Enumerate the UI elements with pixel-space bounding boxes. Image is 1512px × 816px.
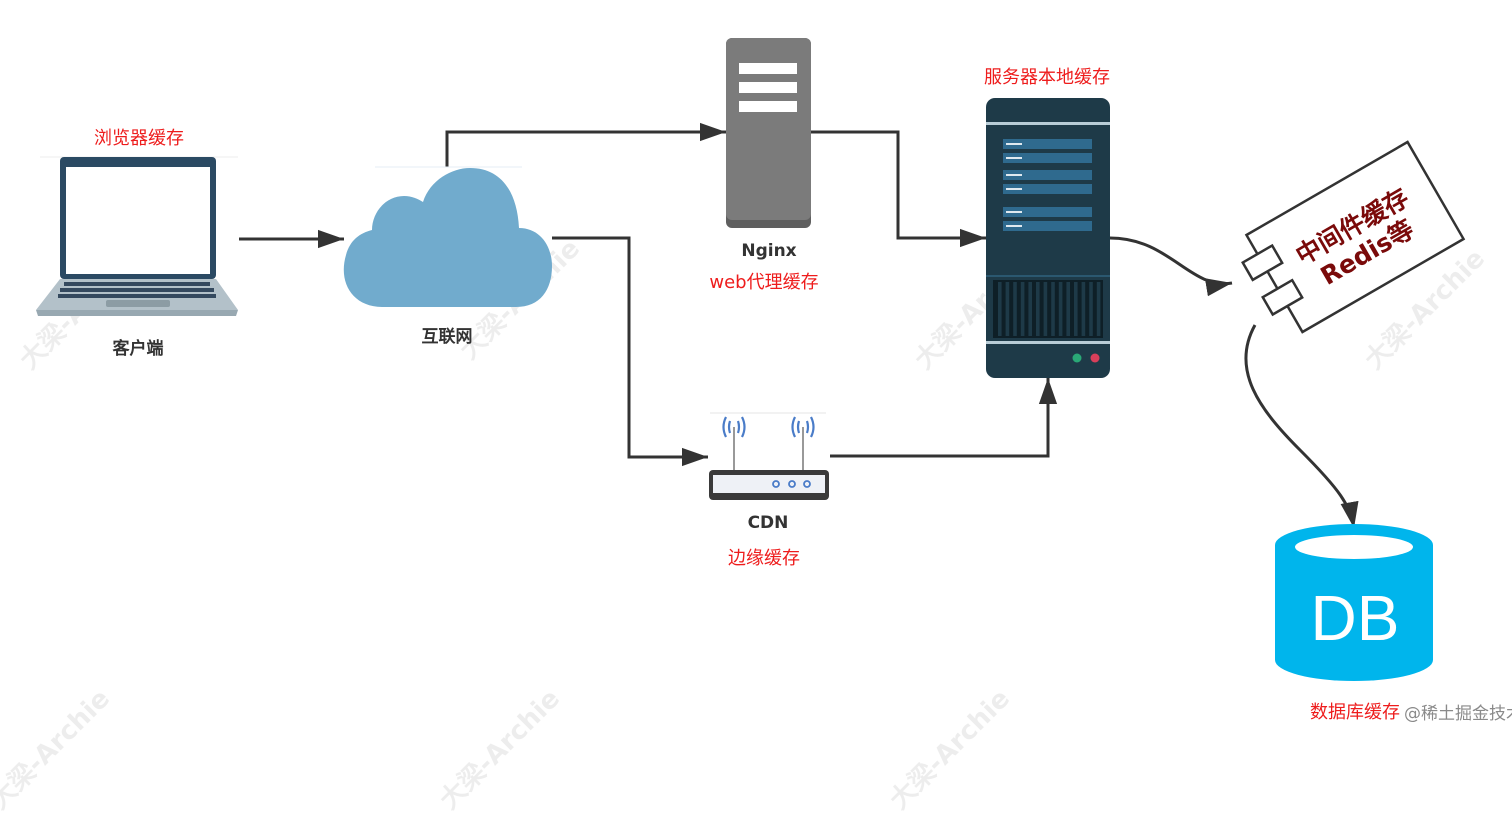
footer-watermark: @稀土掘金技术社区: [1404, 704, 1512, 724]
browser-cache-label: 浏览器缓存: [94, 128, 184, 149]
vent-slat: [1081, 282, 1086, 336]
edge-middleware-db: [1244, 324, 1359, 529]
edge-cache-label: 边缘缓存: [728, 548, 800, 569]
diagram-svg: [36, 38, 1466, 681]
vent-slat: [1074, 282, 1078, 336]
database-cache-label: 数据库缓存: [1310, 702, 1400, 723]
vent-slat: [1020, 282, 1025, 336]
server-rack-icon: [986, 98, 1110, 378]
edge-internet-nginx: [445, 122, 726, 167]
vent-slat: [1066, 282, 1070, 336]
vent-slat: [1028, 282, 1032, 336]
vent-slat: [1051, 282, 1055, 336]
server-tower-icon: [726, 38, 811, 228]
database-icon: [1275, 524, 1433, 681]
vent-slat: [998, 282, 1002, 336]
edge-nginx-server: [811, 130, 986, 248]
web-proxy-cache-label: web代理缓存: [709, 272, 819, 293]
vent-slat: [1058, 282, 1063, 336]
edge-cdn-server: [830, 378, 1058, 458]
laptop-icon: [36, 156, 238, 316]
edge-server-middleware: [1109, 236, 1233, 297]
component-icon: [1241, 140, 1466, 334]
cloud-icon: [343, 166, 552, 307]
nginx-label: Nginx: [741, 241, 797, 261]
db-icon-text: DB: [1310, 582, 1400, 654]
vent-slat: [1013, 282, 1017, 336]
server-local-cache-label: 服务器本地缓存: [984, 67, 1110, 88]
edge-internet-cdn: [552, 236, 708, 467]
vent-slat: [1089, 282, 1093, 336]
diagram-canvas: 大梁-Archie 大梁-Archie 大梁-Archie 大梁-Archie …: [0, 38, 1512, 815]
router-icon: [709, 412, 829, 500]
vent-slat: [1005, 282, 1010, 336]
internet-label: 互联网: [421, 327, 473, 347]
vent-slat: [1036, 282, 1040, 336]
vent-slat: [1096, 282, 1101, 336]
vent-slat: [1043, 282, 1048, 336]
cdn-label: CDN: [747, 513, 789, 533]
client-label: 客户端: [112, 339, 164, 359]
